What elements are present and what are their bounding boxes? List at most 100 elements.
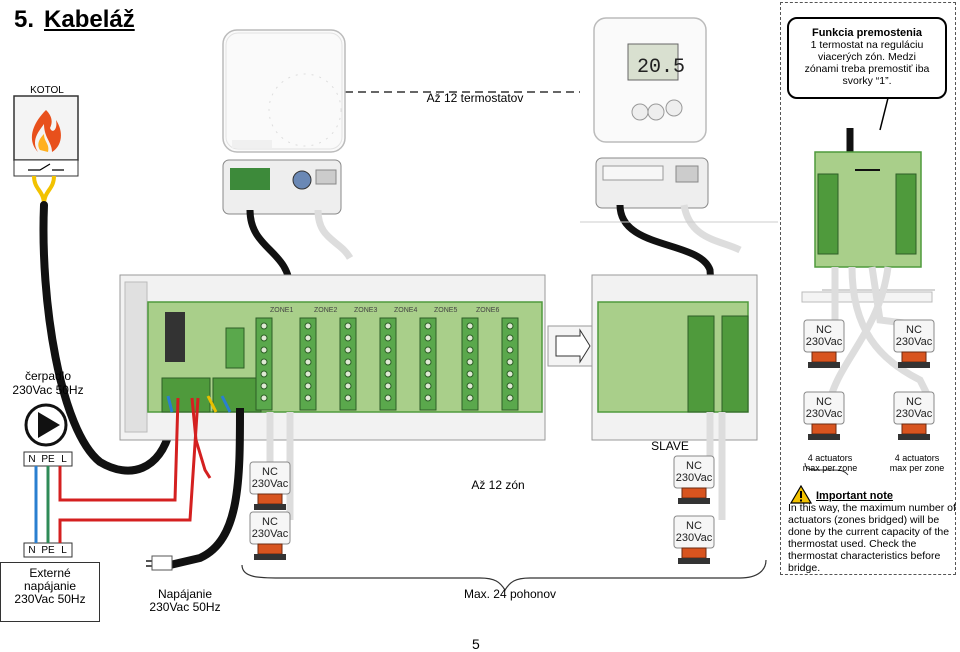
actuator-voltage: 230Vac: [895, 336, 933, 348]
external-power-label-2: napájanie: [23, 579, 77, 593]
callout-line: 1 termostat na reguláciu: [810, 39, 924, 51]
actuator-type: NC: [262, 516, 278, 528]
actuators-left-label: 4 actuators max per zone: [798, 453, 862, 473]
zone-label: ZONE1: [270, 307, 293, 314]
terminal-screw: [260, 334, 268, 342]
max-actuators-label: Max. 24 pohonov: [463, 587, 557, 601]
actuator-foot: [678, 558, 710, 564]
actuator-voltage: 230Vac: [251, 528, 289, 540]
actuators-right-2: max per zone: [889, 463, 945, 473]
actuator-foot: [898, 434, 930, 440]
bridge-callout: Funkcia premostenia 1 termostat na regul…: [787, 17, 947, 99]
terminal-screw: [344, 358, 352, 366]
actuator-base: [681, 487, 707, 499]
terminal-screw: [506, 322, 514, 330]
thermostat-display: 20.5: [637, 56, 685, 79]
terminal-screw: [260, 322, 268, 330]
bridge-panel: [780, 2, 956, 575]
terminal-screw: [304, 322, 312, 330]
terminal-screw: [466, 358, 474, 366]
terminal-screw: [384, 394, 392, 402]
actuator-foot: [254, 554, 286, 560]
terminal-screw: [466, 370, 474, 378]
terminal-pe: PE: [41, 545, 55, 556]
zone-label: ZONE3: [354, 307, 377, 314]
analog-thermostat-icon: [222, 29, 346, 215]
actuator-foot: [254, 504, 286, 510]
actuator-foot: [808, 434, 840, 440]
note-body: In this way, the maximum number of actua…: [788, 502, 956, 574]
actuator-voltage: 230Vac: [675, 472, 713, 484]
zone-label: ZONE2: [314, 307, 337, 314]
terminal-screw: [466, 382, 474, 390]
actuator-voltage: 230Vac: [805, 336, 843, 348]
boiler-icon: [13, 95, 79, 177]
terminal-screw: [384, 322, 392, 330]
terminal-screw: [304, 370, 312, 378]
terminal-screw: [260, 382, 268, 390]
terminal-n: N: [28, 454, 36, 465]
section-number: 5.: [14, 6, 35, 33]
actuators-left-1: 4 actuators: [807, 453, 853, 463]
terminal-screw: [506, 394, 514, 402]
terminal-n: N: [28, 545, 36, 556]
important-note: Important note In this way, the maximum …: [788, 490, 956, 574]
terminal-screw: [304, 358, 312, 366]
actuators-right-label: 4 actuators max per zone: [884, 453, 950, 473]
terminal-screw: [344, 322, 352, 330]
actuator-base: [681, 547, 707, 559]
plug-icon: [146, 555, 173, 571]
terminal-screw: [384, 358, 392, 366]
terminal-screw: [344, 346, 352, 354]
external-power-label-1: Externé: [29, 566, 71, 580]
actuator-voltage: 230Vac: [675, 532, 713, 544]
note-heading: Important note: [816, 490, 893, 502]
terminal-screw: [260, 346, 268, 354]
zone-label: ZONE5: [434, 307, 457, 314]
terminal-screw: [304, 394, 312, 402]
actuator-foot: [898, 362, 930, 368]
terminal-screw: [424, 370, 432, 378]
zones-label: Až 12 zón: [471, 478, 525, 492]
callout-line: viacerých zón. Medzi: [817, 51, 917, 63]
terminal-screw: [424, 322, 432, 330]
actuator-voltage: 230Vac: [251, 478, 289, 490]
pump-label-2: 230Vac 50Hz: [12, 383, 84, 397]
bracket: [241, 559, 767, 592]
terminal-screw: [506, 346, 514, 354]
terminal-screw: [384, 346, 392, 354]
external-power-label-3: 230Vac 50Hz: [14, 592, 86, 606]
pump-label-1: čerpadlo: [24, 369, 72, 383]
terminal-screw: [304, 346, 312, 354]
terminal-l: L: [61, 454, 67, 465]
terminal-screw: [506, 334, 514, 342]
terminal-screw: [384, 334, 392, 342]
zone-label: ZONE6: [476, 307, 499, 314]
actuator-type: NC: [686, 520, 702, 532]
callout-heading: Funkcia premostenia: [811, 27, 923, 39]
terminal-l: L: [61, 545, 67, 556]
digital-thermostat-icon: 20.5: [593, 17, 709, 209]
slave-label: SLAVE: [651, 439, 689, 453]
terminal-screw: [424, 358, 432, 366]
terminal-screw: [344, 334, 352, 342]
thermostats-label: Až 12 termostatov: [426, 91, 524, 105]
actuator-type: NC: [686, 460, 702, 472]
actuator-type: NC: [906, 324, 922, 336]
terminal-screw: [506, 370, 514, 378]
actuator-foot: [808, 362, 840, 368]
actuator-type: NC: [816, 396, 832, 408]
terminal-pe: PE: [41, 454, 55, 465]
terminal-screw: [260, 358, 268, 366]
actuator-type: NC: [906, 396, 922, 408]
power-label: Napájanie 230Vac 50Hz: [140, 588, 230, 614]
terminal-screw: [384, 382, 392, 390]
callout-line: zónami treba premostiť iba: [804, 63, 930, 75]
